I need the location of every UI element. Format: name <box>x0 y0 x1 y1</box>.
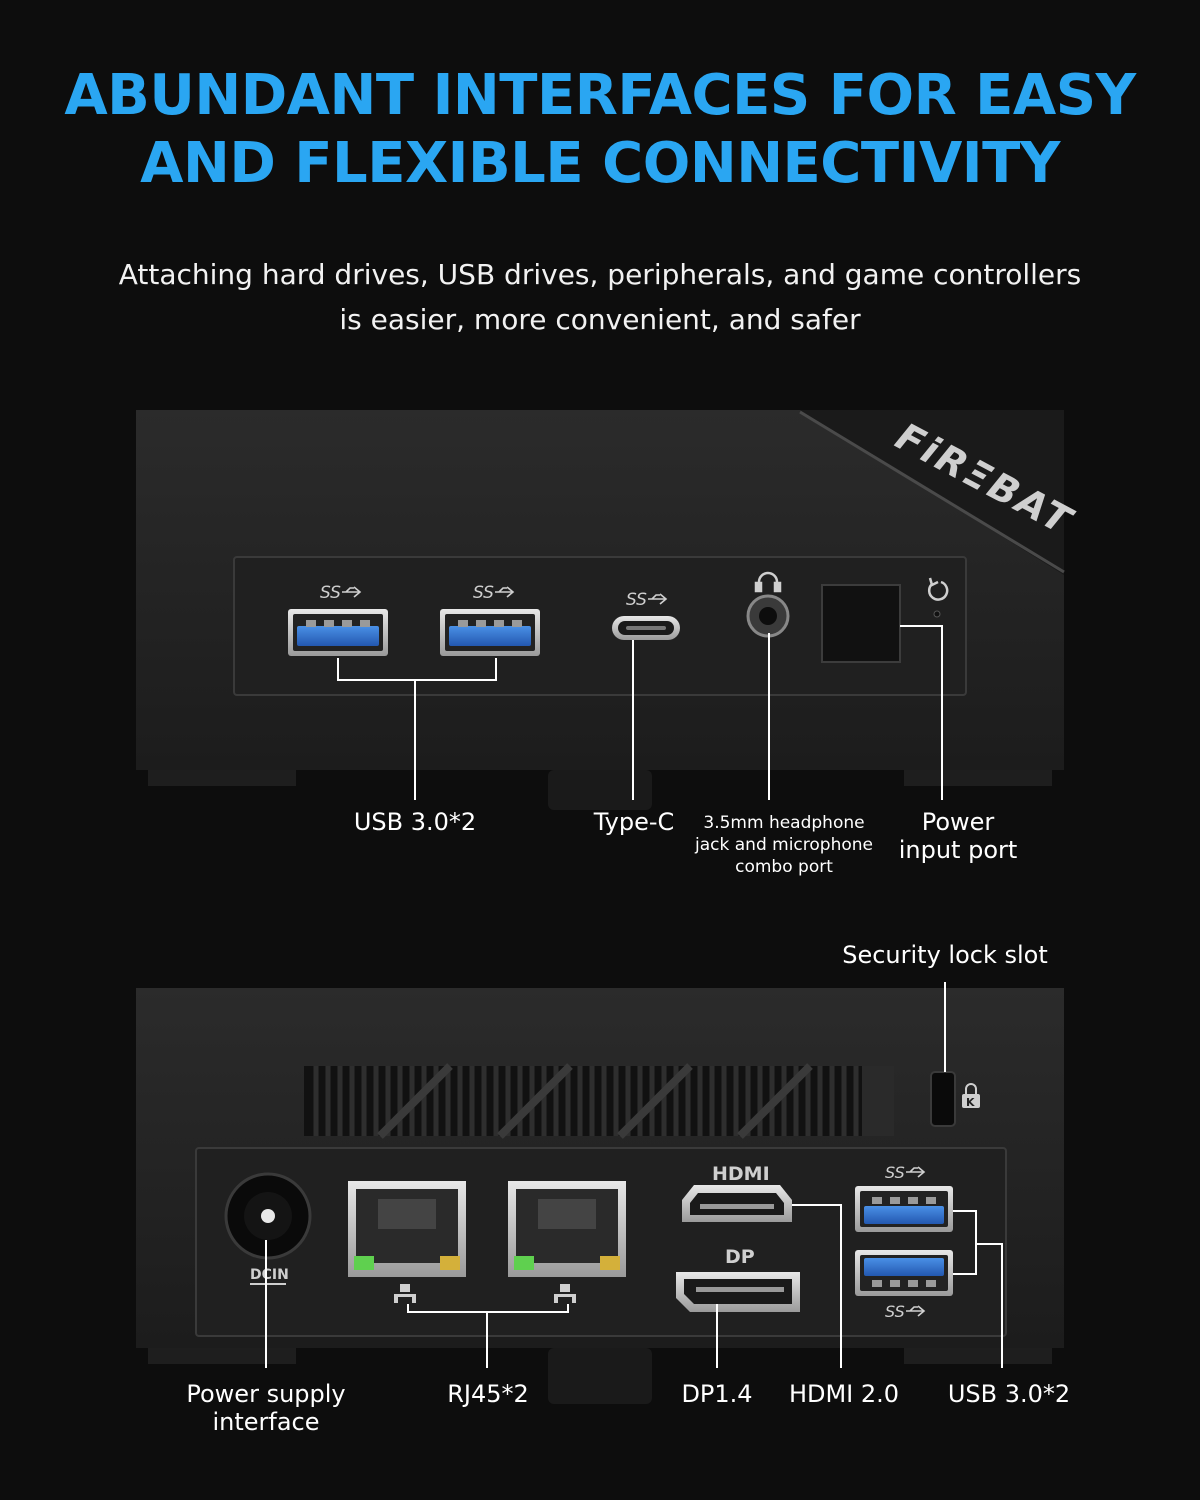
label-dp: DP1.4 <box>681 1380 753 1408</box>
front-callout-lines <box>337 625 943 800</box>
usb-ss-icon: SS SS SS <box>320 583 647 610</box>
network-icon <box>394 1284 576 1303</box>
vent-grille <box>304 1063 894 1139</box>
svg-text:SS: SS <box>885 1163 905 1182</box>
hdmi-port[interactable] <box>682 1185 792 1222</box>
svg-text:SS: SS <box>473 583 494 603</box>
label-power-supply: Power supply interface <box>156 1380 376 1436</box>
front-usb-port-1[interactable] <box>288 609 388 656</box>
label-audio-line-1: 3.5mm headphone <box>703 813 865 833</box>
headphone-icon <box>754 571 782 593</box>
label-audio-line-3: combo port <box>735 857 833 877</box>
displayport-port[interactable] <box>676 1272 800 1312</box>
usb-trident-icon <box>342 586 668 605</box>
usb-ss-icon: SS SS <box>885 1163 905 1321</box>
rear-usb-port-1[interactable] <box>855 1186 953 1232</box>
dp-mark: DP <box>725 1246 755 1268</box>
subheadline-line-1: Attaching hard drives, USB drives, perip… <box>118 258 1082 291</box>
power-restart-icon <box>927 577 949 601</box>
svg-text:K: K <box>966 1096 975 1109</box>
label-power-input: Power input port <box>868 808 1048 864</box>
lock-icon: K <box>962 1083 980 1109</box>
headline-line-2: AND FLEXIBLE CONNECTIVITY <box>140 131 1060 196</box>
label-hdmi: HDMI 2.0 <box>788 1380 900 1408</box>
front-usb-port-2[interactable] <box>440 609 540 656</box>
rear-callout-lines <box>265 982 1003 1368</box>
label-audio-line-2: jack and microphone <box>695 835 873 855</box>
label-typec: Type-C <box>593 808 675 836</box>
security-lock-slot[interactable] <box>930 1071 956 1127</box>
label-rj45: RJ45*2 <box>447 1380 529 1408</box>
hdmi-mark: HDMI <box>712 1163 770 1185</box>
label-security-lock: Security lock slot <box>842 941 1048 969</box>
front-device-body <box>136 410 1065 810</box>
headline-line-1: ABUNDANT INTERFACES FOR EASY <box>64 63 1136 128</box>
label-front-usb: USB 3.0*2 <box>353 808 477 836</box>
subheadline-line-2: is easier, more convenient, and safer <box>339 303 861 336</box>
dc-in-mark: DCIN <box>250 1267 289 1283</box>
label-power-supply-line-1: Power supply <box>186 1380 346 1408</box>
label-rear-usb: USB 3.0*2 <box>947 1380 1071 1408</box>
subheadline: Attaching hard drives, USB drives, perip… <box>0 252 1200 342</box>
power-led <box>933 610 941 618</box>
rj45-port-2[interactable] <box>508 1181 626 1277</box>
rear-usb-port-2[interactable] <box>855 1250 953 1296</box>
svg-text:SS: SS <box>626 590 647 610</box>
rj45-port-1[interactable] <box>348 1181 466 1277</box>
headline: ABUNDANT INTERFACES FOR EASY AND FLEXIBL… <box>0 62 1200 198</box>
label-power-line-2: input port <box>898 836 1018 864</box>
svg-text:SS: SS <box>320 583 341 603</box>
svg-text:SS: SS <box>885 1302 905 1321</box>
usb-trident-icon <box>906 1166 926 1317</box>
label-audio-jack: 3.5mm headphone jack and microphone comb… <box>674 812 894 878</box>
front-typec-port[interactable] <box>612 616 680 640</box>
label-power-line-1: Power <box>921 808 995 836</box>
label-power-supply-line-2: interface <box>212 1408 320 1436</box>
front-power-button[interactable] <box>821 584 901 663</box>
dc-in-port[interactable] <box>224 1172 312 1260</box>
